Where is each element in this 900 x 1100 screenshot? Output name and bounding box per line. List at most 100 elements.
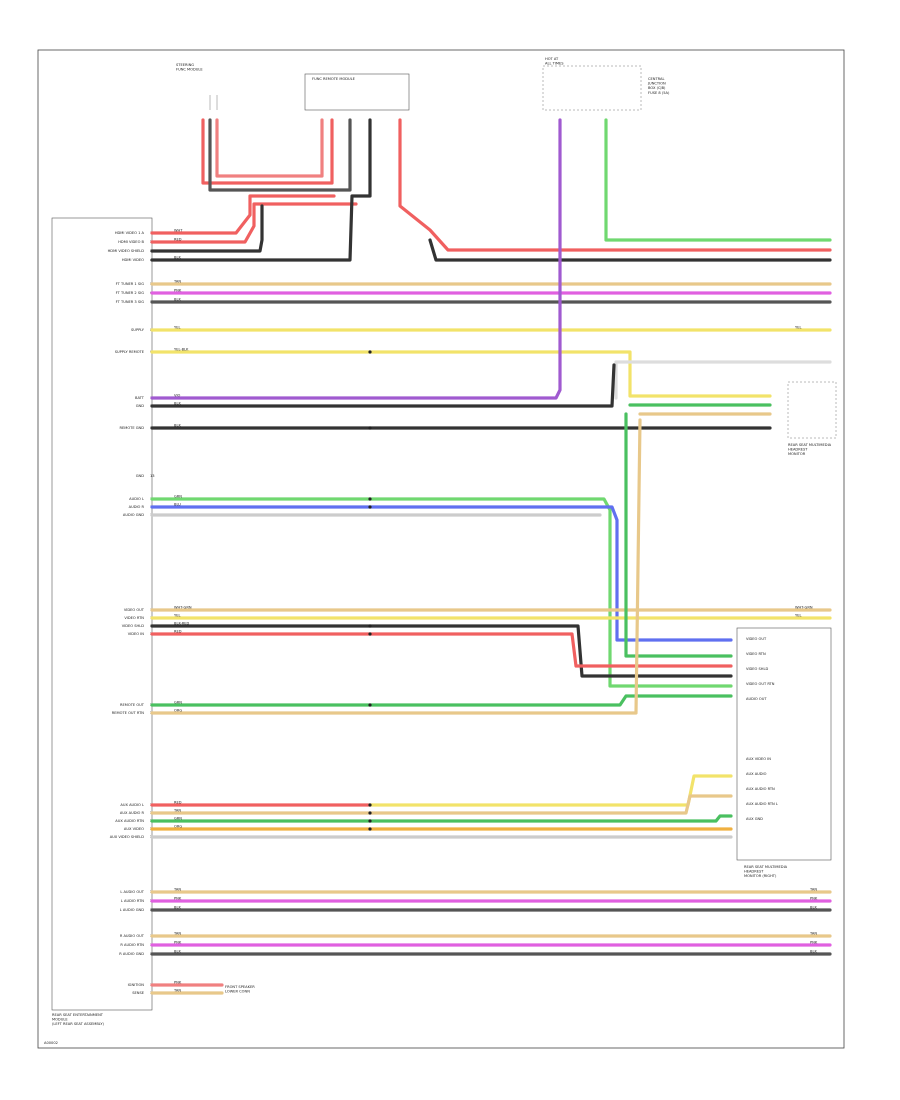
- wire-batt: [150, 118, 562, 400]
- right-box-pin-label: AUX AUDIO RTN: [746, 787, 775, 791]
- wire-tag: RED: [174, 801, 182, 805]
- wire-aux-l-yel: [368, 774, 733, 807]
- wire-hdmi-2: [150, 202, 358, 244]
- wire-tag: BLK-RED: [174, 622, 190, 626]
- diagram-frame: [37, 49, 845, 1049]
- splice-dot: [368, 632, 372, 636]
- left-pin-label: VIDEO SHLD: [122, 624, 145, 628]
- wire-top-left-red: [201, 118, 334, 185]
- wire-audio-l: [150, 497, 733, 688]
- wire-tag: VIO: [174, 394, 181, 398]
- wire-tag: BLK: [174, 950, 181, 954]
- wire-tag: BLK: [174, 906, 181, 910]
- left-pin-label: HDMI VIDEO B: [118, 240, 144, 244]
- left-pin-label: AUDIO GND: [123, 513, 144, 517]
- wire-tag: BLK: [810, 906, 817, 910]
- left-pin-label: AUDIO L: [129, 497, 144, 501]
- left-pin-label: HDMI VIDEO 1 A: [115, 231, 145, 235]
- splice-dot: [368, 703, 372, 707]
- left-pin-label: IGNITION: [128, 983, 145, 987]
- wire-tag: PNK: [810, 897, 818, 901]
- wire-tag: TAN: [173, 932, 181, 936]
- page-id: A00002: [44, 1041, 58, 1045]
- wire-tag: PNK: [174, 289, 182, 293]
- left-pin-label: VIDEO RTN: [124, 616, 144, 620]
- splice-dot: [368, 811, 372, 815]
- wire-tag: YEL: [174, 614, 180, 618]
- wire-tag: YEL: [795, 614, 801, 618]
- wire-tag: TAN: [809, 888, 817, 892]
- wire-hdmi-green: [604, 118, 832, 242]
- wire-aux-r: [150, 794, 733, 815]
- left-pin-label: SENSE: [132, 991, 145, 995]
- wire-audio-r: [150, 505, 733, 642]
- left-pin-label: FT TUNER 2 SIG: [116, 291, 145, 295]
- wire-tag: BLK: [810, 950, 817, 954]
- wire-tag: TAN: [809, 932, 817, 936]
- left-pin-label: HDMI VIDEO: [122, 258, 144, 262]
- wire-top-left-pink: [215, 118, 324, 178]
- left-pin-label: REMOTE GND: [119, 426, 144, 430]
- right-box-pin-label: AUX AUDIO: [746, 772, 767, 776]
- right-box-pin-label: AUX VIDEO IN: [746, 757, 771, 761]
- wires: WHTREDBLKTANPNKBLKYELYEL-BLKVIOBLKBLKGRN…: [150, 118, 832, 995]
- wire-supply-white: [614, 360, 832, 400]
- wire-tag: YEL-BLK: [174, 348, 189, 352]
- wire-tag: WHT-GRN: [174, 606, 192, 610]
- left-pin-label: FT TUNER 3 SIG: [116, 300, 145, 304]
- splice-dot: [368, 350, 372, 354]
- splice-dot: [368, 803, 372, 807]
- wire-tag: TAN: [173, 809, 181, 813]
- left-pin-label: L AUDIO GND: [120, 908, 145, 912]
- top-center-module: FUNC REMOTE MODULE: [304, 73, 410, 111]
- right-box-pin-label: AUX GND: [746, 817, 763, 821]
- left-pin-label: VIDEO IN: [128, 632, 145, 636]
- left-pin-label: AUX VIDEO SHIELD: [110, 835, 145, 839]
- top-center-module-label: FUNC REMOTE MODULE: [312, 77, 356, 81]
- splice-dot: [368, 497, 372, 501]
- wire-video-shld: [150, 624, 733, 678]
- left-pin-label: REMOTE OUT: [120, 703, 145, 707]
- left-pin-label: R AUDIO OUT: [120, 934, 145, 938]
- splice-dot: [368, 827, 372, 831]
- left-pin-label: R AUDIO GND: [119, 952, 144, 956]
- left-pin-label: VIDEO OUT: [124, 608, 145, 612]
- wire-tag: BLK: [174, 298, 181, 302]
- left-pin-label: REMOTE OUT RTN: [112, 711, 145, 715]
- left-pin-label: AUDIO R: [129, 505, 145, 509]
- splice-dot: [368, 426, 372, 430]
- wire-tag: PNK: [174, 897, 182, 901]
- splice-dot: [368, 819, 372, 823]
- wire-hdmi-4: [150, 118, 372, 262]
- wire-gnd: [150, 363, 616, 408]
- splice-dot: [368, 624, 372, 628]
- wire-tag: YEL: [795, 326, 801, 330]
- wire-tag: TAN: [173, 888, 181, 892]
- left-pin-label: HDMI VIDEO SHIELD: [108, 249, 145, 253]
- wire-tag: PNK: [810, 941, 818, 945]
- left-pin-label: BATT: [135, 396, 145, 400]
- left-pin-label: FT TUNER 1 SIG: [116, 282, 145, 286]
- wire-tag: BLK: [174, 424, 181, 428]
- left-pin-label: GND: [136, 474, 144, 478]
- splice-dot: [368, 505, 372, 509]
- left-connector-outline: [51, 217, 153, 1011]
- wire-top-left-gray: [208, 118, 352, 192]
- wire-tag: ORG: [174, 825, 182, 829]
- right-box-pin-label: AUDIO OUT: [746, 697, 767, 701]
- wire-video-in: [150, 632, 733, 668]
- right-box-pin-label: AUX AUDIO RTN L: [746, 802, 778, 806]
- wire-aux-rtn: [150, 814, 733, 823]
- right-box-pin-label: VIDEO OUT RTN: [746, 682, 775, 686]
- left-pin-label: AUX AUDIO R: [120, 811, 145, 815]
- left-pin-label: GND: [136, 404, 144, 408]
